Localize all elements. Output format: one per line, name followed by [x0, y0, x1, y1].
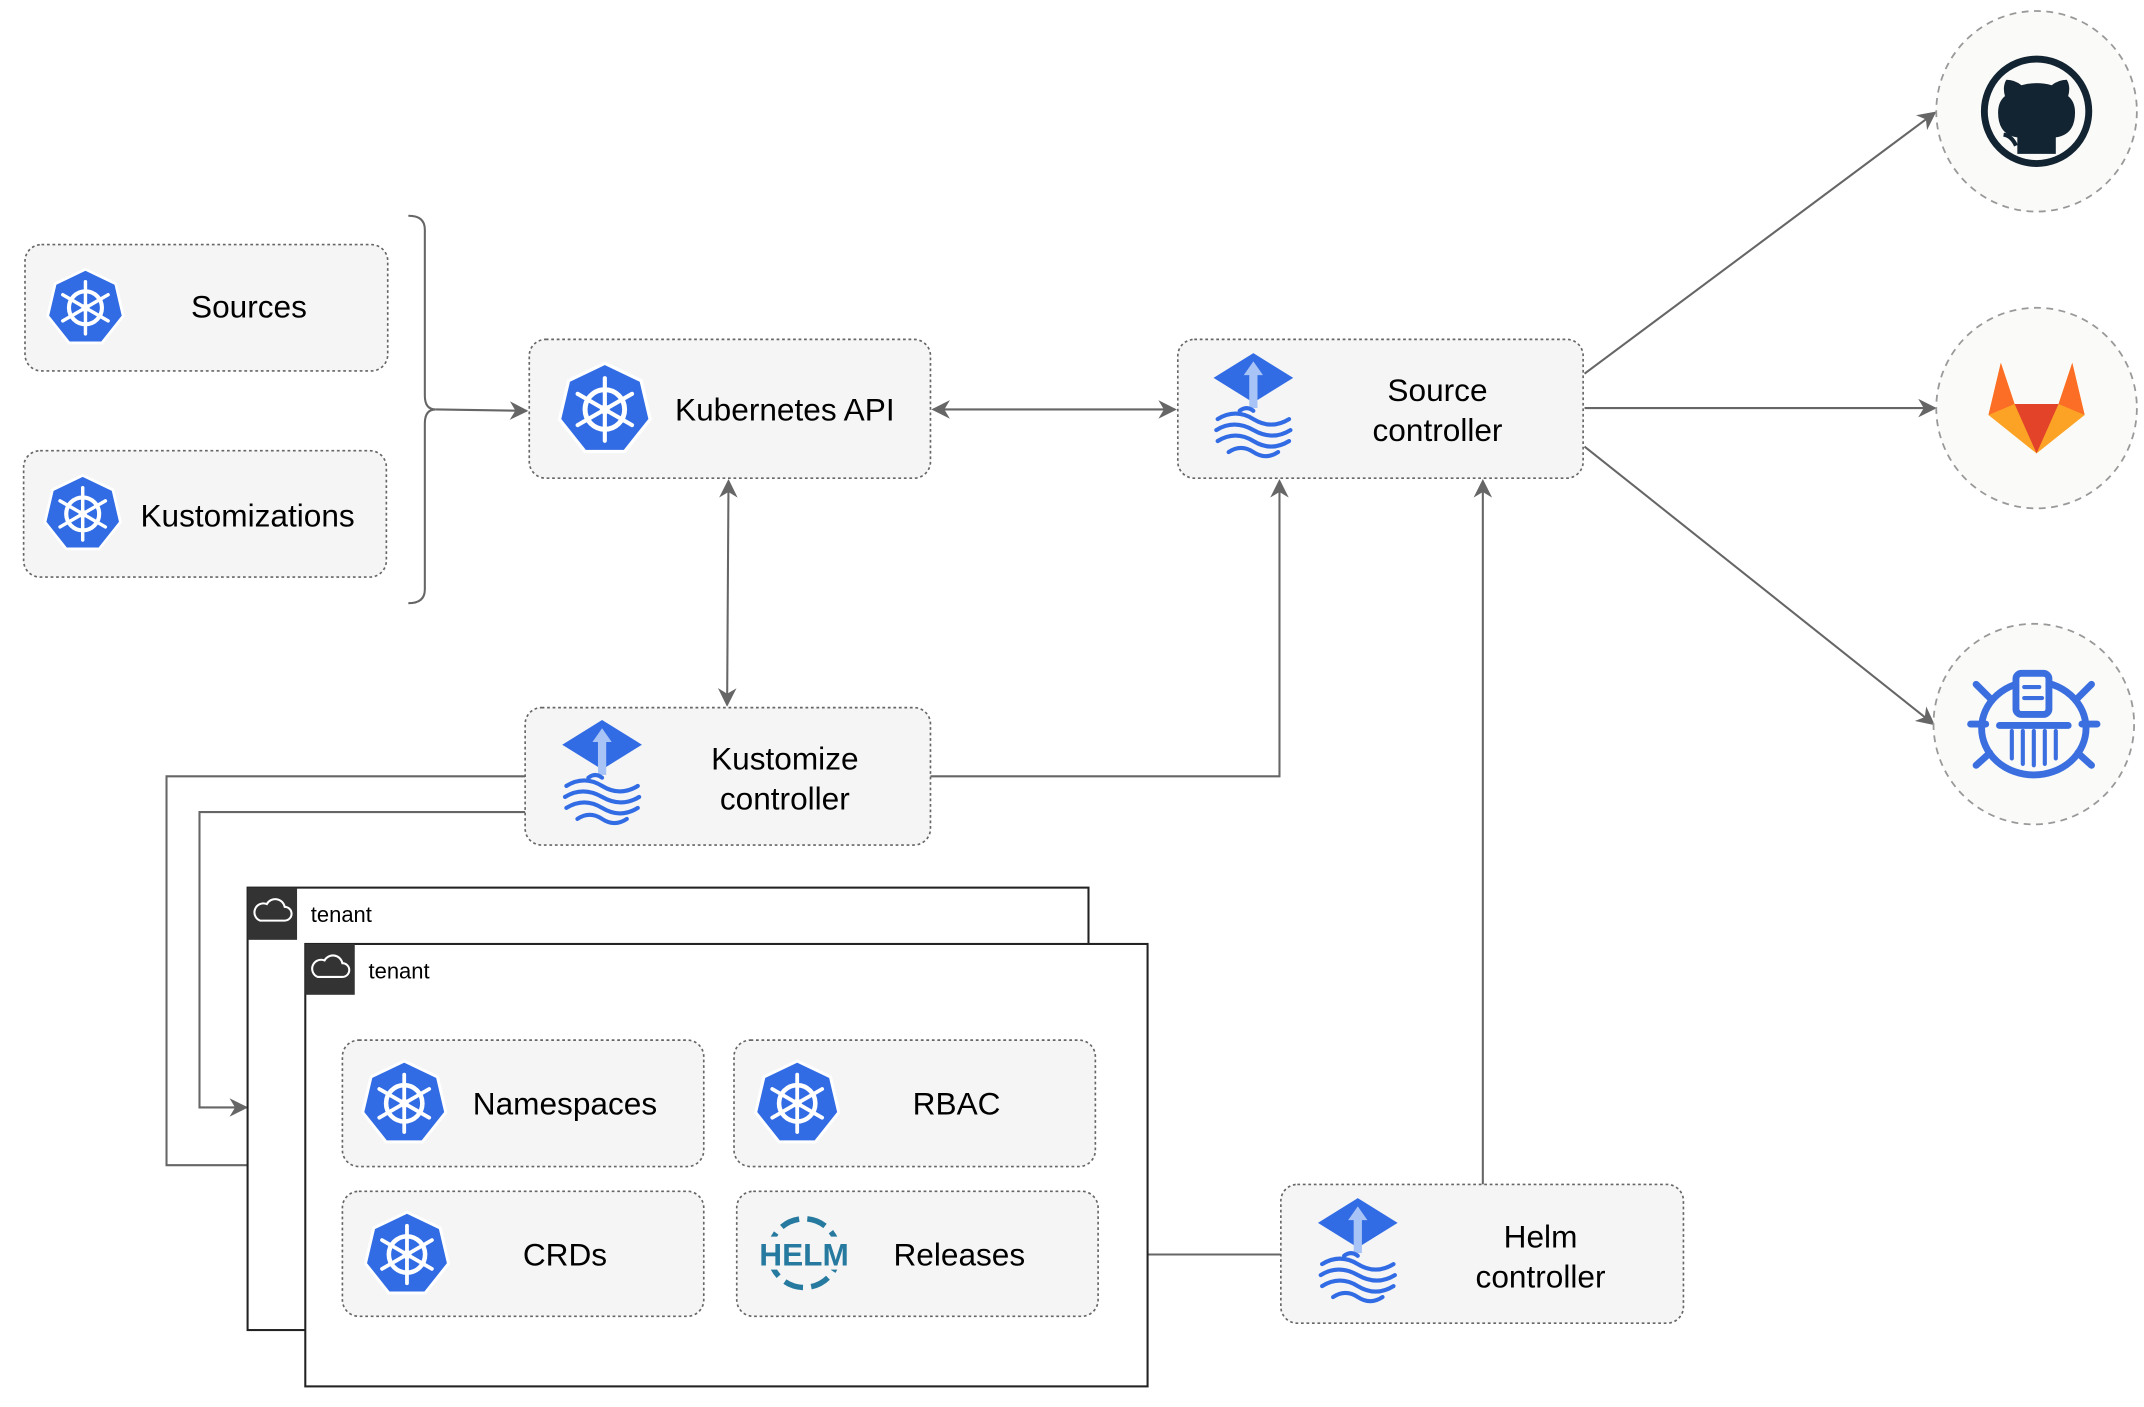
source-controller-line1: Source	[1387, 372, 1487, 408]
kustomize-controller-line1: Kustomize	[711, 740, 858, 776]
edge-kustomize-tenant-back	[198, 811, 526, 1117]
kubernetes-api-label: Kubernetes API	[675, 391, 895, 427]
edge-kustomize-source	[930, 479, 1289, 778]
edge-source-bucket	[1583, 445, 1935, 726]
releases-label: Releases	[893, 1236, 1025, 1272]
namespaces-node[interactable]: Namespaces	[341, 1039, 705, 1168]
crds-label: CRDs	[523, 1236, 607, 1272]
source-controller-line2: controller	[1373, 412, 1503, 448]
bucket-icon	[1967, 669, 2101, 779]
sources-label: Sources	[191, 288, 307, 324]
rbac-label: RBAC	[913, 1085, 1001, 1121]
kustomize-controller-line2: controller	[720, 780, 850, 816]
github-icon	[1980, 55, 2093, 167]
tenant-label: tenant	[311, 902, 372, 927]
rbac-node[interactable]: RBAC	[733, 1039, 1097, 1168]
namespaces-label: Namespaces	[473, 1085, 657, 1121]
tenant-label: tenant	[369, 958, 430, 983]
helm-controller-line2: controller	[1476, 1258, 1606, 1294]
edge-kustomize-tenant-front	[165, 775, 526, 1175]
helm-icon: HELM	[755, 1216, 853, 1291]
github-provider[interactable]	[1935, 10, 2138, 213]
helm-controller-line1: Helm	[1504, 1219, 1578, 1255]
kubernetes-api-node[interactable]: Kubernetes API	[528, 338, 932, 479]
kustomizations-label: Kustomizations	[140, 497, 354, 533]
gitlab-icon	[1988, 362, 2085, 454]
tenant-front[interactable]: tenant Namespaces RBAC CRDs HELM Release…	[304, 942, 1149, 1388]
edge-inputs-to-api	[435, 401, 529, 420]
kustomizations-node[interactable]: Kustomizations	[22, 449, 388, 578]
helm-controller-node[interactable]: Helm controller	[1280, 1183, 1685, 1325]
crds-node[interactable]: CRDs	[341, 1190, 705, 1318]
edge-source-github	[1583, 111, 1937, 375]
bucket-provider[interactable]	[1932, 622, 2136, 826]
source-controller-node[interactable]: Source controller	[1176, 338, 1584, 479]
brace	[408, 214, 436, 605]
sources-node[interactable]: Sources	[24, 243, 389, 372]
releases-node[interactable]: HELM Releases	[735, 1190, 1099, 1318]
gitlab-provider[interactable]	[1935, 306, 2138, 510]
kustomize-controller-node[interactable]: Kustomize controller	[524, 706, 932, 846]
helm-icon-text: HELM	[759, 1236, 849, 1272]
edge-api-kustomize	[717, 479, 738, 707]
